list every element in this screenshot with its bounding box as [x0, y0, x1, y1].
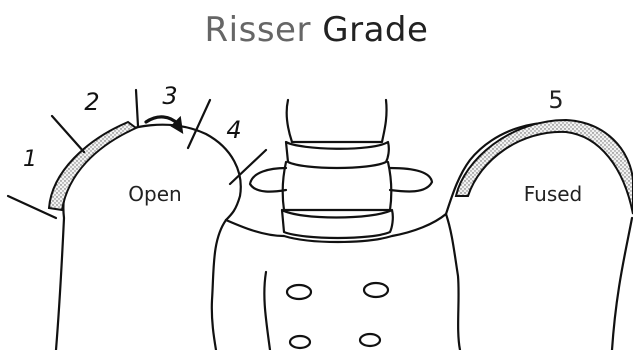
lumbar-vertebra-lower — [283, 162, 392, 210]
vertebra-disc-lower — [282, 210, 393, 238]
grade-label-1: 1 — [23, 147, 37, 172]
grade-label-3: 3 — [162, 82, 177, 110]
sacral-foramen-4 — [360, 334, 380, 346]
sacral-foramen-2 — [364, 283, 388, 297]
label-fused: Fused — [524, 182, 583, 206]
vertebra-disc-upper — [286, 142, 389, 168]
sacrum-left-edge — [264, 272, 270, 350]
transverse-process-left — [250, 168, 286, 192]
left-apophysis-cap — [49, 122, 136, 210]
grade-line-3 — [188, 100, 210, 148]
grade-label-5: 5 — [548, 86, 563, 114]
sacral-foramen-1 — [287, 285, 311, 299]
grade-line-2 — [136, 90, 138, 126]
right-ilium-outer — [612, 218, 632, 350]
sacrum — [226, 214, 460, 350]
transverse-process-right — [390, 168, 432, 192]
grade-line-4 — [230, 150, 266, 184]
label-open: Open — [128, 182, 181, 206]
grade-label-4: 4 — [226, 116, 241, 144]
curved-arrow-icon — [146, 117, 178, 124]
sacral-foramen-3 — [290, 336, 310, 348]
grade-label-2: 2 — [84, 88, 99, 116]
lumbar-vertebra-upper — [287, 100, 387, 142]
left-ilium-inner — [212, 220, 226, 350]
grade-line-1 — [52, 116, 84, 152]
